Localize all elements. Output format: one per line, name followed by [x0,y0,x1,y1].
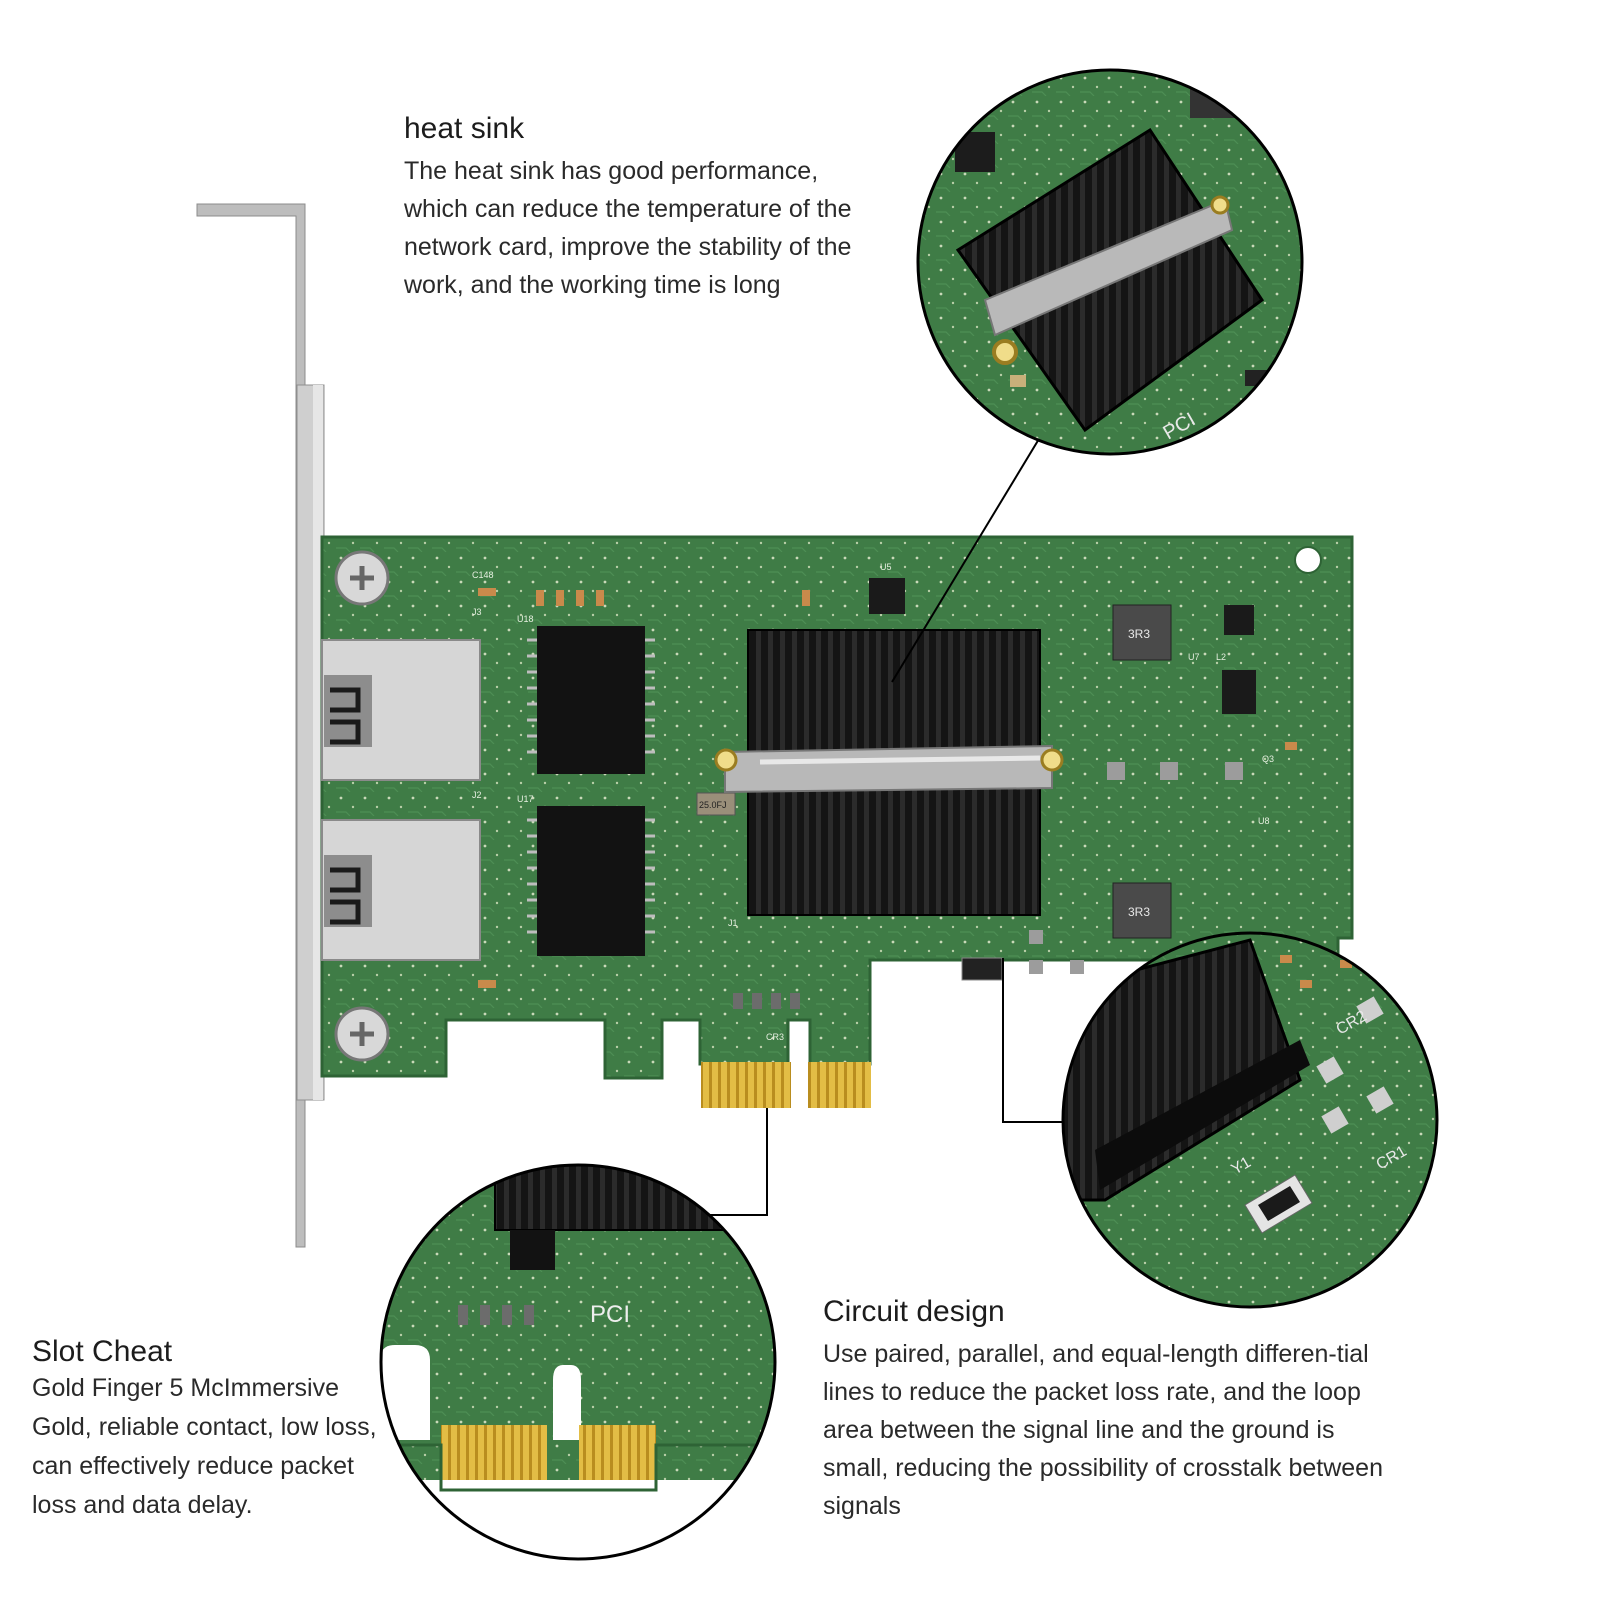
cr1-component [1244,1174,1313,1234]
zoom-heat-sink: PCI [916,68,1304,456]
magnetics-chip-u18 [537,626,645,774]
rj45-port-1 [321,639,481,781]
crystal-label: 25.0FJ [699,800,727,810]
caption-circuit-design-title: Circuit design [823,1295,1005,1328]
caption-heat-sink: heat sink The heat sink has good perform… [404,112,874,304]
magnetics-chip-u17 [537,806,645,956]
callout-lines [700,423,1070,1216]
zoom-circuit-design: CR1 CR2 Y1 [1061,931,1439,1309]
zoom-gold-finger-short [441,1425,547,1485]
gold-finger-short [701,1062,791,1108]
caption-heat-sink-title: heat sink [404,112,525,145]
screw-top [334,550,390,606]
caption-slot-cheat: Slot Cheat Gold Finger 5 McImmersive Gol… [32,1335,377,1525]
callout-slot [700,1108,768,1216]
caption-circuit-design: Circuit design Use paired, parallel, and… [823,1295,1403,1525]
pcb-board: 25.0FJ 3R3 3R3 [320,535,1354,1108]
gold-finger-long [808,1062,871,1108]
caption-slot-cheat-title: Slot Cheat [32,1335,173,1368]
zoom-gold-finger-long [579,1425,656,1485]
rj45-port-2 [321,819,481,961]
callout-circuit [1002,958,1070,1123]
pci-logo-bottom: PCI [590,1301,630,1328]
caption-slot-cheat-body: Gold Finger 5 McImmersive Gold, reliable… [32,1374,377,1519]
crystal-y1 [696,792,736,816]
main-heat-sink [714,629,1064,916]
inductor-bottom: 3R3 [1112,882,1172,939]
caption-circuit-design-body: Use paired, parallel, and equal-length d… [823,1340,1383,1520]
inductor-top-label: 3R3 [1128,627,1150,641]
mounting-bracket [196,203,325,1248]
zoom-gold-finger: PCI [379,1163,777,1561]
inductor-top: 3R3 [1112,604,1172,661]
callout-heatsink [891,423,1049,683]
inductor-bottom-label: 3R3 [1128,905,1150,919]
caption-heat-sink-body: The heat sink has good performance, whic… [404,157,852,299]
screw-bottom [334,1006,390,1062]
